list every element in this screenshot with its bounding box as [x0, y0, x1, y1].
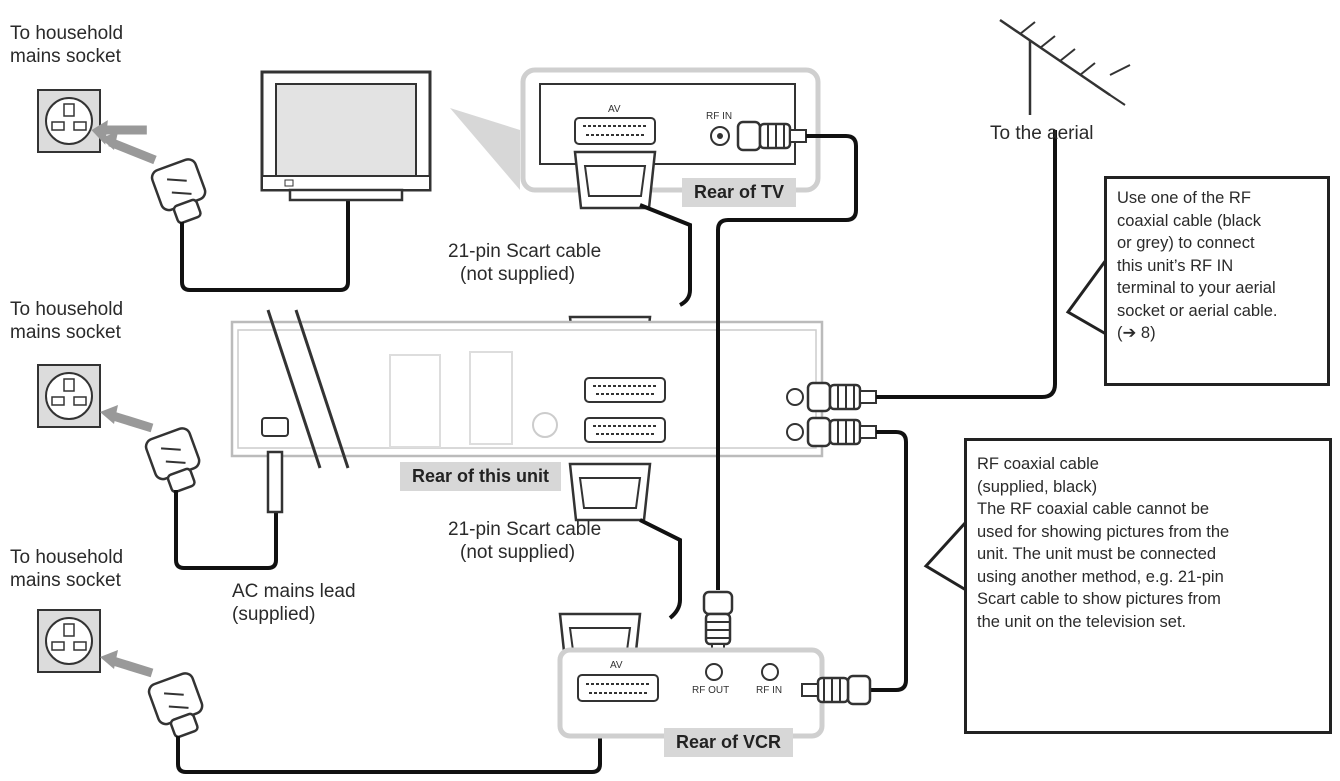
mains-socket-icon — [37, 364, 101, 428]
rf-plug-icon — [806, 416, 878, 448]
aerial-note-callout: Use one of the RF coaxial cable (black o… — [1104, 176, 1330, 386]
scart-cable-label-top: 21-pin Scart cable(not supplied) — [448, 241, 602, 285]
mains-socket-icon — [37, 609, 101, 673]
mains-plug-icon — [100, 650, 212, 743]
vcr-rf-in-label: RF IN — [756, 685, 782, 696]
mains-plug-icon — [100, 132, 215, 229]
scart-cable-label-bottom: 21-pin Scart cable(not supplied) — [448, 519, 602, 563]
scart-plug-icon — [568, 462, 652, 522]
vcr-rf-out-label: RF OUT — [692, 685, 729, 696]
tv-av-label: AV — [608, 104, 621, 115]
vcr-av-label: AV — [610, 660, 623, 671]
unit-rear-panel — [230, 309, 824, 469]
mains-socket-icon — [37, 89, 101, 153]
rf-plug-icon — [806, 381, 878, 413]
rear-of-tv-banner: Rear of TV — [682, 178, 797, 207]
ac-lead-label: AC mains lead(supplied) — [232, 581, 356, 625]
aerial-icon — [999, 18, 1131, 115]
scart-plug-icon — [573, 150, 657, 210]
tv-rf-in-label: RF IN — [706, 111, 732, 122]
tv-icon — [260, 70, 432, 202]
rear-of-unit-banner: Rear of this unit — [400, 462, 562, 491]
rf-coaxial-note-callout: RF coaxial cable (supplied, black) The R… — [964, 438, 1332, 734]
aerial-label: To the aerial — [990, 123, 1094, 144]
mains-plug-icon — [100, 405, 209, 498]
rear-of-vcr-banner: Rear of VCR — [664, 728, 794, 757]
